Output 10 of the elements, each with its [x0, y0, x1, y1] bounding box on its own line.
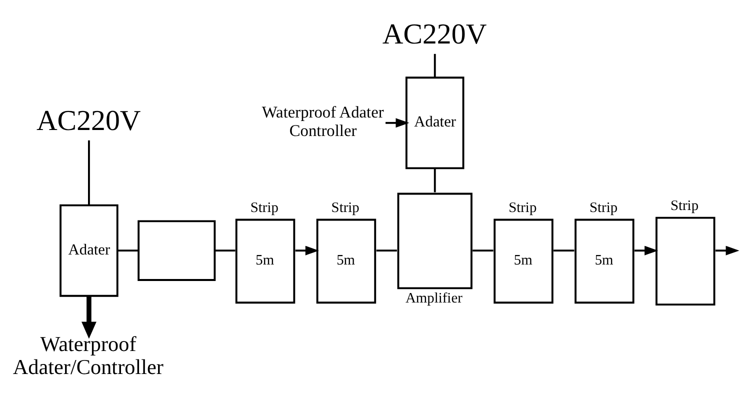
- node-label: Strip: [590, 200, 618, 216]
- node-text: AC220V: [382, 18, 487, 50]
- node-label: Strip: [508, 200, 537, 216]
- node-text: Waterproof Adater Controller: [262, 102, 384, 140]
- node-label: Strip: [250, 200, 278, 216]
- node-text: Waterproof Adater/Controller: [12, 332, 164, 380]
- node-label: Strip: [331, 200, 360, 216]
- node-text: AC220V: [36, 105, 141, 138]
- node-label: Amplifier: [405, 290, 462, 307]
- node-label: Strip: [670, 198, 699, 214]
